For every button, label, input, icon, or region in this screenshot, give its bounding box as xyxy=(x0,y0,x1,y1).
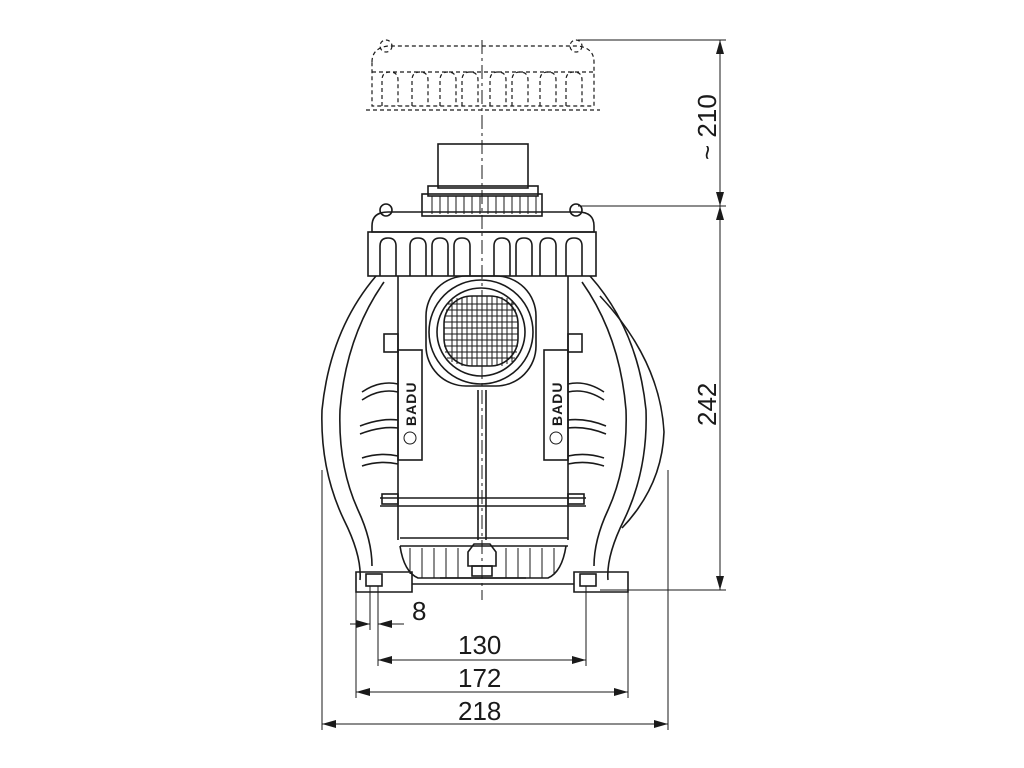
dim-lid-height xyxy=(578,39,726,207)
dim-base-width-label: 172 xyxy=(458,663,501,693)
lid-ribs xyxy=(381,71,583,106)
inlet-port xyxy=(425,275,537,387)
dim-overall-width xyxy=(322,720,668,728)
dim-bolt-spacing-label: 130 xyxy=(458,630,501,660)
label-panel-right: BADU xyxy=(543,349,569,461)
dim-foot-width xyxy=(350,620,404,628)
dim-body-height xyxy=(600,206,726,591)
brand-logo-right: BADU xyxy=(549,382,565,426)
dim-body-height-label: 242 xyxy=(692,383,722,426)
dim-foot-width-label: 8 xyxy=(412,596,426,626)
lid-outline xyxy=(366,39,600,111)
brand-logo-left: BADU xyxy=(403,382,419,426)
inlet-grill xyxy=(444,296,518,366)
dim-overall-width-label: 218 xyxy=(458,696,501,726)
dim-base-width xyxy=(356,688,628,696)
dim-extension-lines xyxy=(321,470,669,730)
outlet-stem xyxy=(421,143,543,217)
dim-bolt-spacing xyxy=(378,656,586,664)
top-collar xyxy=(367,203,597,277)
label-panel-left: BADU xyxy=(397,349,423,461)
dim-lid-height-label: ~ 210 xyxy=(692,94,722,160)
